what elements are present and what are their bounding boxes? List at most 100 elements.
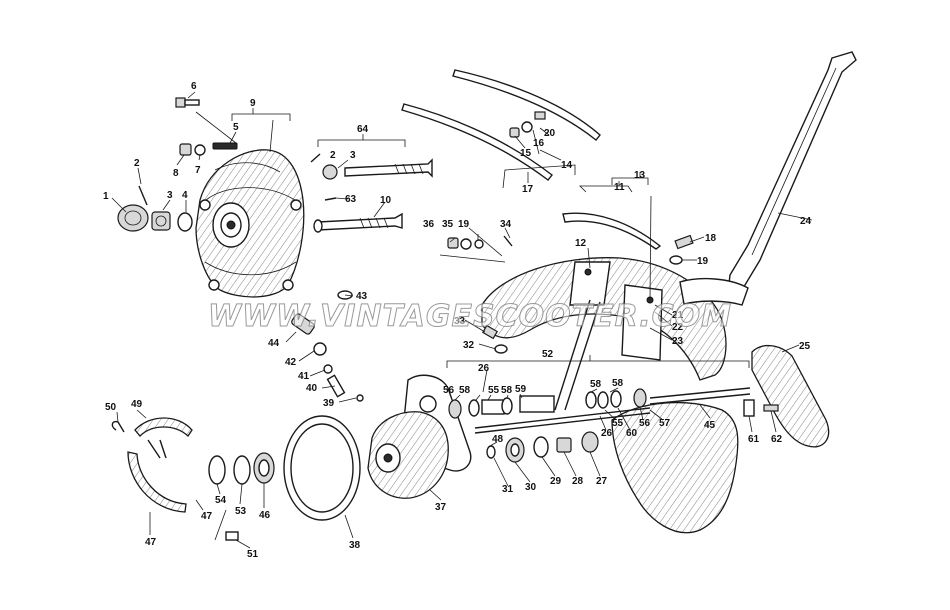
bolt-33	[481, 324, 499, 340]
callout-58d: 58	[612, 378, 624, 389]
callout-61: 61	[748, 434, 760, 445]
callout-56b: 56	[639, 418, 651, 429]
washer-35	[460, 238, 472, 250]
brake-cam-parts	[291, 290, 364, 402]
callout-32: 32	[463, 340, 475, 351]
callout-12: 12	[575, 238, 587, 249]
callout-51: 51	[247, 549, 259, 560]
nut-36	[447, 237, 459, 249]
callout-44: 44	[268, 338, 280, 349]
callout-39: 39	[323, 398, 335, 409]
callout-40: 40	[306, 383, 318, 394]
callout-47: 47	[201, 511, 213, 522]
stud	[212, 142, 238, 150]
callout-52: 52	[542, 349, 554, 360]
bolt-20	[534, 111, 546, 120]
callout-50: 50	[105, 402, 117, 413]
callout-60: 60	[626, 428, 638, 439]
callout-36: 36	[423, 219, 435, 230]
callout-46: 46	[259, 510, 271, 521]
brake-shoes	[127, 417, 193, 513]
callout-57: 57	[659, 418, 671, 429]
callout-30: 30	[525, 482, 537, 493]
nut-15	[509, 127, 520, 138]
callout-22: 22	[672, 322, 684, 333]
washer-7	[194, 144, 206, 156]
spring-clip-50	[111, 420, 125, 433]
callout-55: 55	[488, 385, 500, 396]
callout-9: 9	[250, 98, 256, 109]
callout-25: 25	[799, 341, 811, 352]
callout-35: 35	[442, 219, 454, 230]
callout-4: 4	[182, 190, 188, 201]
callout-34: 34	[500, 219, 512, 230]
callout-15: 15	[520, 148, 532, 159]
callout-23: 23	[672, 336, 684, 347]
callout-47b: 47	[145, 537, 157, 548]
callout-21: 21	[672, 310, 684, 321]
callout-labels: 1 2 3 4 5 6 7 8 9 10 11 12 13 14 15 16 1…	[103, 81, 812, 560]
pin-34	[503, 235, 513, 247]
callout-38: 38	[349, 540, 361, 551]
callout-7: 7	[195, 165, 201, 176]
callout-16: 16	[533, 138, 545, 149]
callout-37: 37	[435, 502, 447, 513]
callout-54: 54	[215, 495, 227, 506]
callout-13: 13	[634, 170, 646, 181]
callout-10: 10	[380, 195, 392, 206]
callout-58b: 58	[501, 385, 513, 396]
callout-19: 19	[697, 256, 709, 267]
callout-59: 59	[515, 384, 527, 395]
washer-16	[521, 121, 533, 133]
castle-nut	[151, 211, 171, 231]
callout-1: 1	[103, 191, 109, 202]
callout-19b: 19	[458, 219, 470, 230]
callout-2b: 2	[330, 150, 336, 161]
front-hub-drum	[195, 149, 305, 298]
callout-55b: 55	[612, 418, 624, 429]
callout-53: 53	[235, 506, 247, 517]
callout-62: 62	[771, 434, 783, 445]
parts-drawing	[111, 51, 857, 541]
callout-26b: 26	[601, 428, 613, 439]
callout-11: 11	[614, 182, 625, 193]
bolt-6	[175, 97, 200, 108]
callout-48: 48	[492, 434, 504, 445]
callout-45: 45	[704, 420, 716, 431]
callout-5: 5	[233, 122, 239, 133]
callout-24: 24	[800, 216, 812, 227]
pin-51	[225, 531, 239, 541]
watermark-text: WWW.VINTAGESCOOTER.COM	[208, 299, 732, 334]
split-pin	[138, 185, 148, 206]
front-mudguard	[481, 257, 727, 381]
footboard-rubber	[751, 345, 830, 448]
callout-27: 27	[596, 476, 608, 487]
callout-58c: 58	[590, 379, 602, 390]
callout-42: 42	[285, 357, 297, 368]
callout-26: 26	[478, 363, 490, 374]
clip-61	[743, 399, 755, 417]
callout-2: 2	[134, 158, 140, 169]
trim-strip-lower	[401, 103, 553, 181]
callout-49: 49	[131, 399, 143, 410]
washer-4	[177, 212, 193, 232]
callout-29: 29	[550, 476, 562, 487]
bolt-18	[674, 234, 694, 250]
callout-64: 64	[357, 124, 369, 135]
callout-28: 28	[572, 476, 584, 487]
callout-31: 31	[502, 484, 514, 495]
callout-3: 3	[167, 190, 173, 201]
washer-19	[669, 255, 683, 265]
leg-shield	[611, 402, 739, 534]
oil-seal-54	[208, 455, 226, 485]
callout-3b: 3	[350, 150, 356, 161]
front-axle	[313, 212, 403, 233]
callout-18: 18	[705, 233, 717, 244]
nut-8	[179, 143, 192, 156]
callout-14: 14	[561, 160, 573, 171]
screw-62	[763, 404, 779, 412]
trim-strip-upper	[452, 69, 601, 141]
callout-43: 43	[356, 291, 368, 302]
ring-53	[233, 455, 251, 485]
